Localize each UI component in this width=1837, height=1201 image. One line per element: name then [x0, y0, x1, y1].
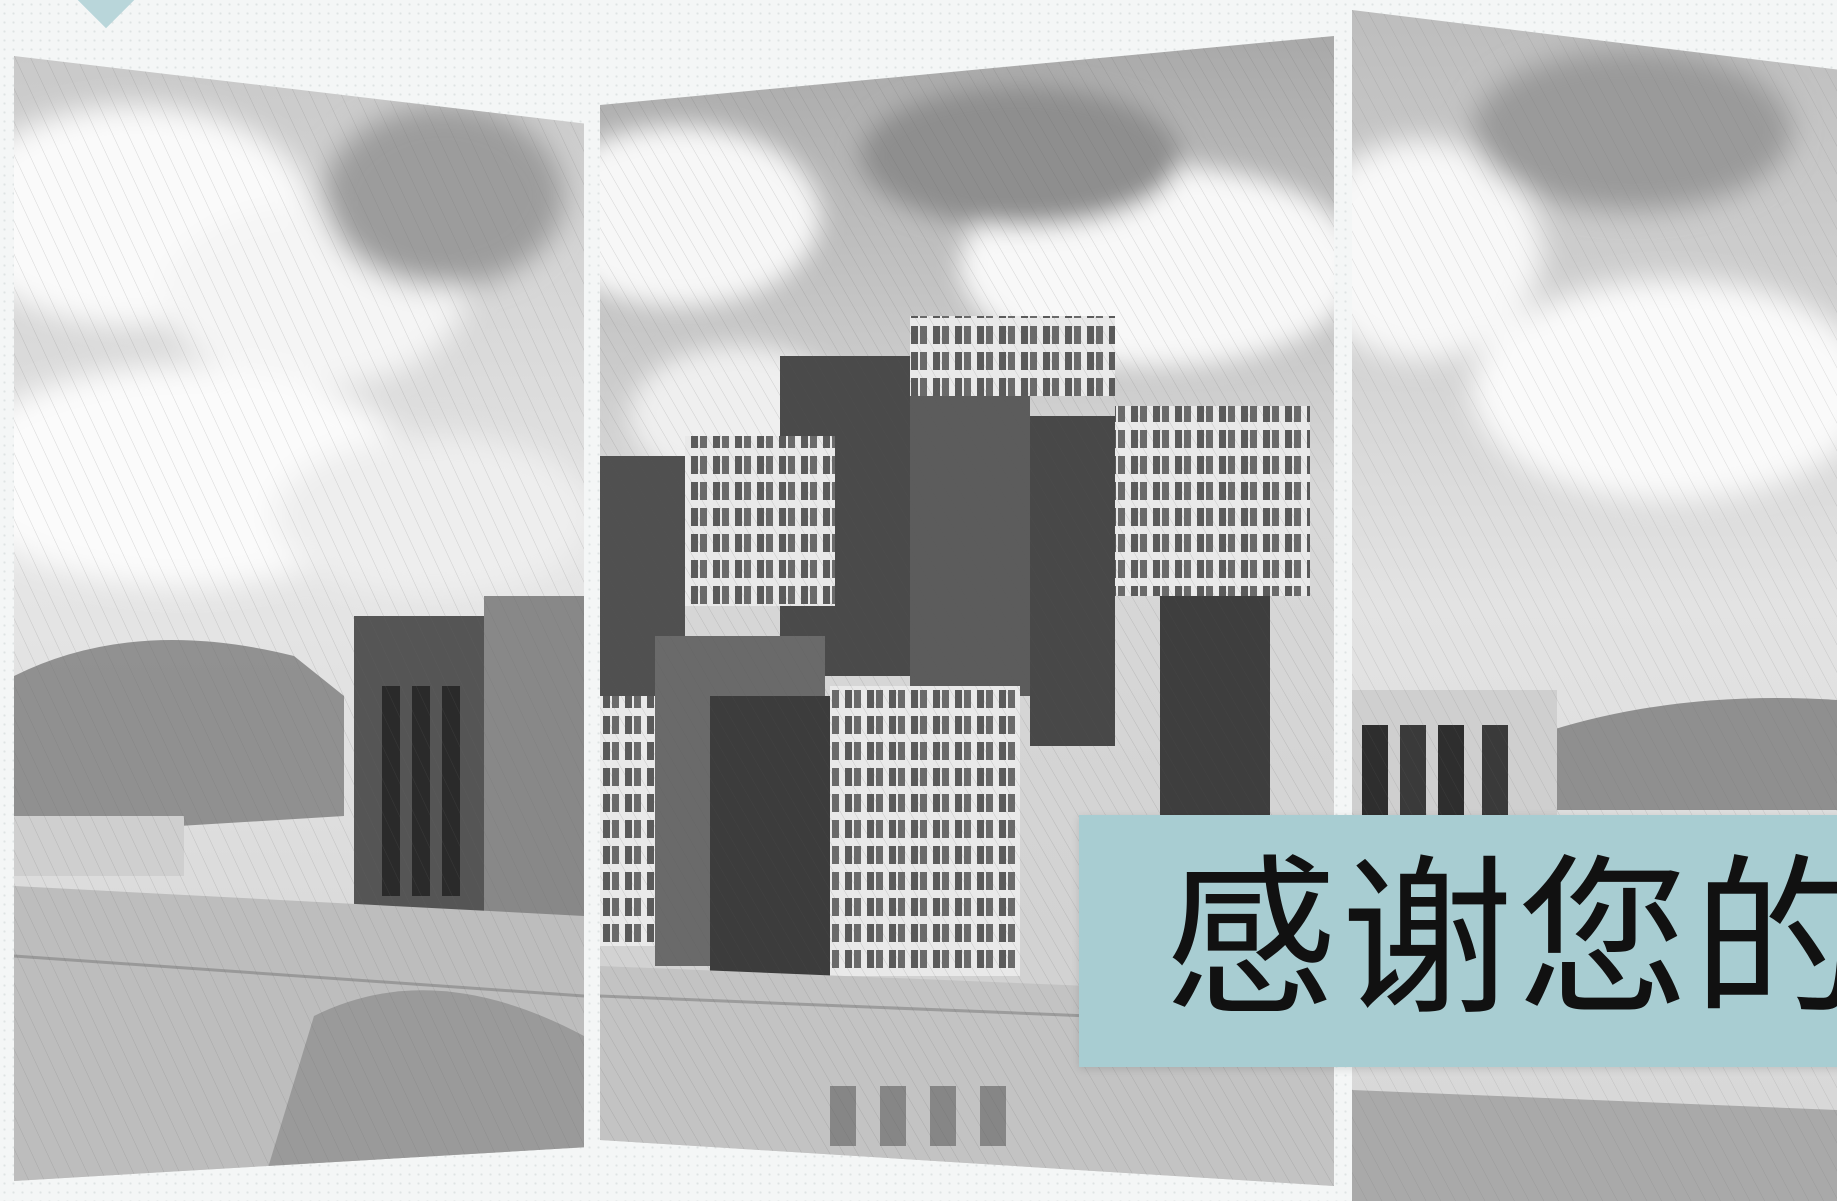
corner-decoration	[77, 0, 135, 29]
left-sketch-image	[14, 56, 584, 1181]
thanks-text: 感谢您的	[1165, 839, 1837, 1040]
left-photo-panel	[14, 56, 584, 1181]
thanks-banner: 感谢您的	[1079, 815, 1837, 1067]
